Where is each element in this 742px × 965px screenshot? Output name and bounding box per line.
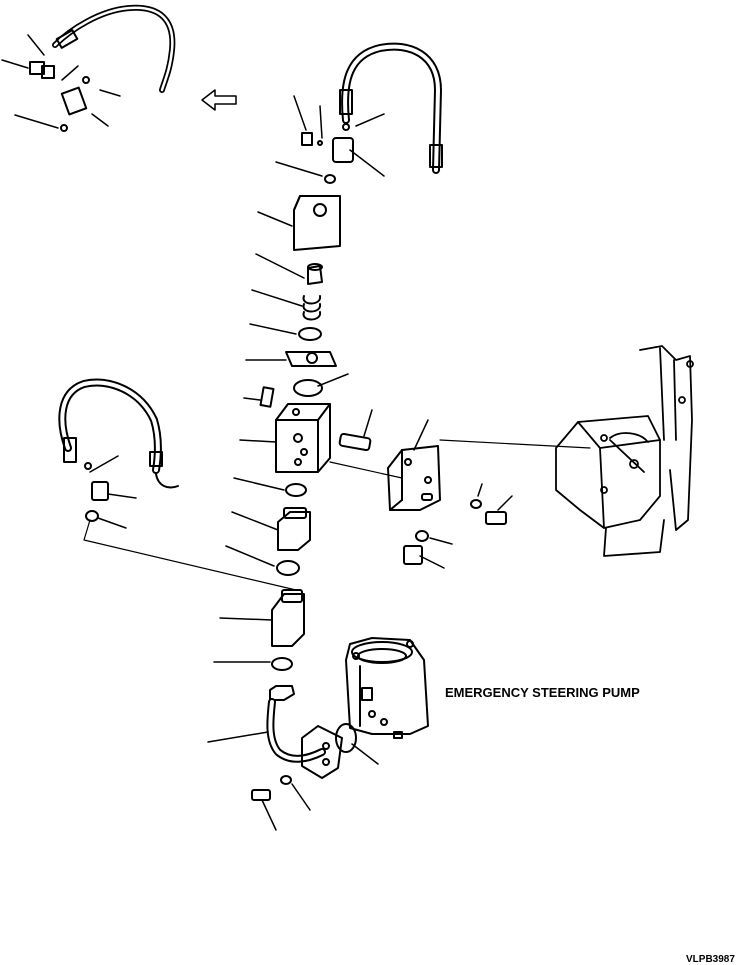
detail-inset-top-left bbox=[1, 4, 176, 132]
guide-line-bracket-to-frame bbox=[439, 439, 591, 449]
pump-label: EMERGENCY STEERING PUMP bbox=[445, 685, 640, 700]
mounting-bracket bbox=[387, 419, 513, 569]
guide-line-valve-to-bracket bbox=[329, 461, 403, 479]
hose-assembly-top bbox=[275, 42, 443, 184]
frame-section-right bbox=[555, 345, 694, 557]
guide-line-hose-to-valve bbox=[83, 519, 297, 591]
direction-arrow-icon bbox=[201, 89, 237, 111]
emergency-steering-pump bbox=[345, 637, 429, 739]
valve-stack bbox=[207, 195, 379, 831]
hose-assembly-left bbox=[58, 378, 179, 529]
figure-code: VLPB3987 bbox=[686, 954, 735, 965]
